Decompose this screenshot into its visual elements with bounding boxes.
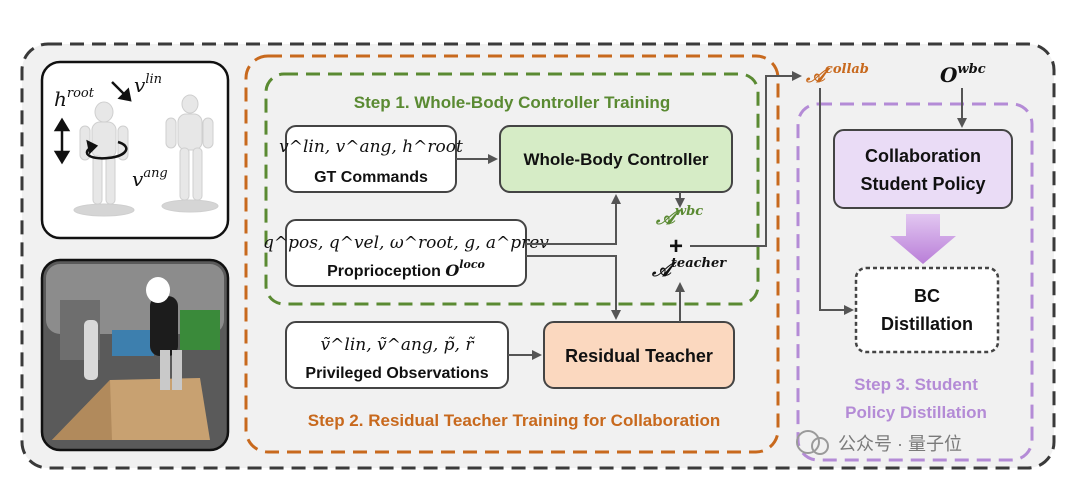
collaboration-student-policy-box: Collaboration Student Policy xyxy=(833,129,1013,209)
gt-commands-math: v^lin, v^ang, h^root xyxy=(279,137,463,157)
step1-title: Step 1. Whole-Body Controller Training xyxy=(354,93,670,112)
proprioception-label: Proprioception Oloco xyxy=(327,258,485,280)
robot-figure-icon xyxy=(73,94,219,217)
distill-block-arrow xyxy=(890,214,956,264)
step2-container xyxy=(244,54,780,454)
step1-container xyxy=(264,72,760,306)
step3-title-line1: Step 3. Student xyxy=(854,375,978,394)
connector-arrows xyxy=(456,71,967,360)
watermark: 公众号 · 量子位 xyxy=(796,430,962,455)
privileged-observations-box: ṽ^lin, ṽ^ang, p̃, r̃ Privileged Observat… xyxy=(285,321,509,389)
height-arrow-icon xyxy=(53,117,71,165)
plus-sign: + xyxy=(669,233,683,260)
bc-line2: Distillation xyxy=(881,314,973,334)
a-teacher-symbol: 𝒜teacher xyxy=(651,256,727,281)
residual-teacher-label: Residual Teacher xyxy=(565,346,713,366)
bc-distillation-box: BC Distillation xyxy=(854,266,1000,354)
gt-commands-box: v^lin, v^ang, h^root GT Commands xyxy=(279,125,463,193)
whole-body-controller-label: Whole-Body Controller xyxy=(523,150,708,169)
velocity-arrow-icon xyxy=(111,81,132,102)
o-wbc-symbol: Owbc xyxy=(940,62,986,87)
h-root-label: hroot xyxy=(54,86,95,111)
residual-teacher-box: Residual Teacher xyxy=(543,321,735,389)
v-ang-label: vang xyxy=(132,166,168,191)
rotation-arrow-icon xyxy=(85,139,128,160)
watermark-text: 公众号 · 量子位 xyxy=(838,434,962,454)
privileged-observations-label: Privileged Observations xyxy=(305,365,488,382)
v-lin-label: vlin xyxy=(134,72,162,97)
step2-title: Step 2. Residual Teacher Training for Co… xyxy=(308,411,720,430)
collab-student-line2: Student Policy xyxy=(860,174,985,194)
bc-line1: BC xyxy=(914,286,940,306)
proprioception-box: q^pos, q^vel, ω^root, g, a^prev Proprioc… xyxy=(263,219,549,287)
real-world-photo-panel xyxy=(40,258,230,452)
step3-container xyxy=(796,102,1034,462)
proprioception-math: q^pos, q^vel, ω^root, g, a^prev xyxy=(263,233,549,253)
privileged-observations-math: ṽ^lin, ṽ^ang, p̃, r̃ xyxy=(321,335,476,355)
a-collab-symbol: 𝒜collab xyxy=(805,62,869,87)
gt-commands-label: GT Commands xyxy=(314,169,428,186)
step3-title-line2: Policy Distillation xyxy=(845,403,987,422)
robot-render-panel: hroot vlin vang xyxy=(40,60,230,240)
collab-student-line1: Collaboration xyxy=(865,146,981,166)
whole-body-controller-box: Whole-Body Controller xyxy=(499,125,733,193)
